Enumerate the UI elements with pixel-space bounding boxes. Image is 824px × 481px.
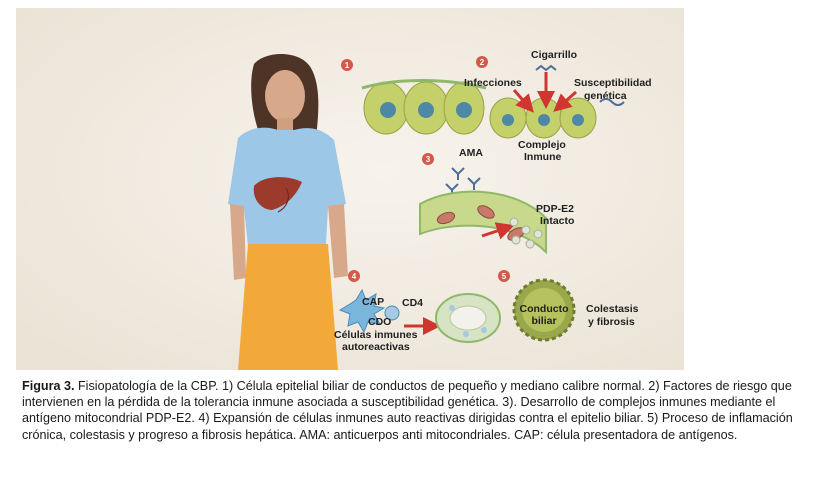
label-celulas-2: autoreactivas	[342, 341, 410, 353]
label-ama: AMA	[459, 147, 483, 159]
label-pdp-e2-1: PDP-E2	[536, 203, 574, 215]
cap-cell-icon	[338, 288, 386, 334]
label-colestasis-2: y fibrosis	[588, 316, 635, 328]
step-5-fibrosis: 5 Conducto biliar Colestasis y fibrosis	[498, 270, 639, 342]
liver-icon	[253, 177, 302, 210]
step-1-epithelium: 1	[341, 59, 487, 135]
step-4-autoreactive-cells: 4 CAP CD4 CDO Células inmunes autoreacti…	[334, 270, 501, 353]
step-badge-5	[498, 270, 510, 282]
step-badge-1	[341, 59, 353, 71]
label-conducto-2: biliar	[531, 315, 556, 327]
label-susceptibilidad-1: Susceptibilidad	[574, 77, 652, 89]
label-cigarrillo: Cigarrillo	[531, 49, 577, 61]
label-pdp-e2-2: Intacto	[540, 215, 574, 227]
figure-illustration: 1 2 Cigarrillo Infecciones Susceptibilid…	[16, 8, 684, 370]
cd4-cell-icon	[384, 305, 400, 321]
label-conducto-1: Conducto	[520, 303, 569, 315]
step-badge-2	[476, 56, 488, 68]
woman-figure	[228, 53, 348, 370]
caption-title: Figura 3.	[22, 379, 75, 393]
step-number-2: 2	[480, 58, 485, 67]
step-number-5: 5	[502, 272, 507, 281]
pathophysiology-figure: 1 2 Cigarrillo Infecciones Susceptibilid…	[16, 8, 684, 370]
label-cdo: CDO	[368, 316, 391, 328]
label-colestasis-1: Colestasis	[586, 303, 639, 315]
label-complejo-1: Complejo	[518, 139, 566, 151]
cigarette-icon	[535, 64, 557, 72]
label-complejo-2: Inmune	[524, 151, 561, 163]
step-badge-4	[348, 270, 360, 282]
step-2-risk-factors: 2 Cigarrillo Infecciones Susceptibilidad…	[464, 49, 652, 163]
step-badge-3	[422, 153, 434, 165]
label-cap: CAP	[362, 296, 384, 308]
figure-caption: Figura 3. Fisiopatología de la CBP. 1) C…	[22, 378, 812, 443]
label-cd4: CD4	[402, 297, 423, 309]
label-celulas-1: Células inmunes	[334, 329, 418, 341]
step-number-4: 4	[352, 272, 357, 281]
step-number-1: 1	[345, 61, 350, 70]
label-infecciones: Infecciones	[464, 77, 522, 89]
pdp-e2-molecules	[509, 217, 543, 249]
step-3-immune-complexes: 3 AMA PDP-E2 Intacto	[419, 147, 574, 255]
caption-text: Fisiopatología de la CBP. 1) Célula epit…	[22, 379, 793, 442]
dna-icon	[599, 98, 625, 106]
label-susceptibilidad-2: genética	[584, 90, 627, 102]
step-number-3: 3	[426, 155, 431, 164]
